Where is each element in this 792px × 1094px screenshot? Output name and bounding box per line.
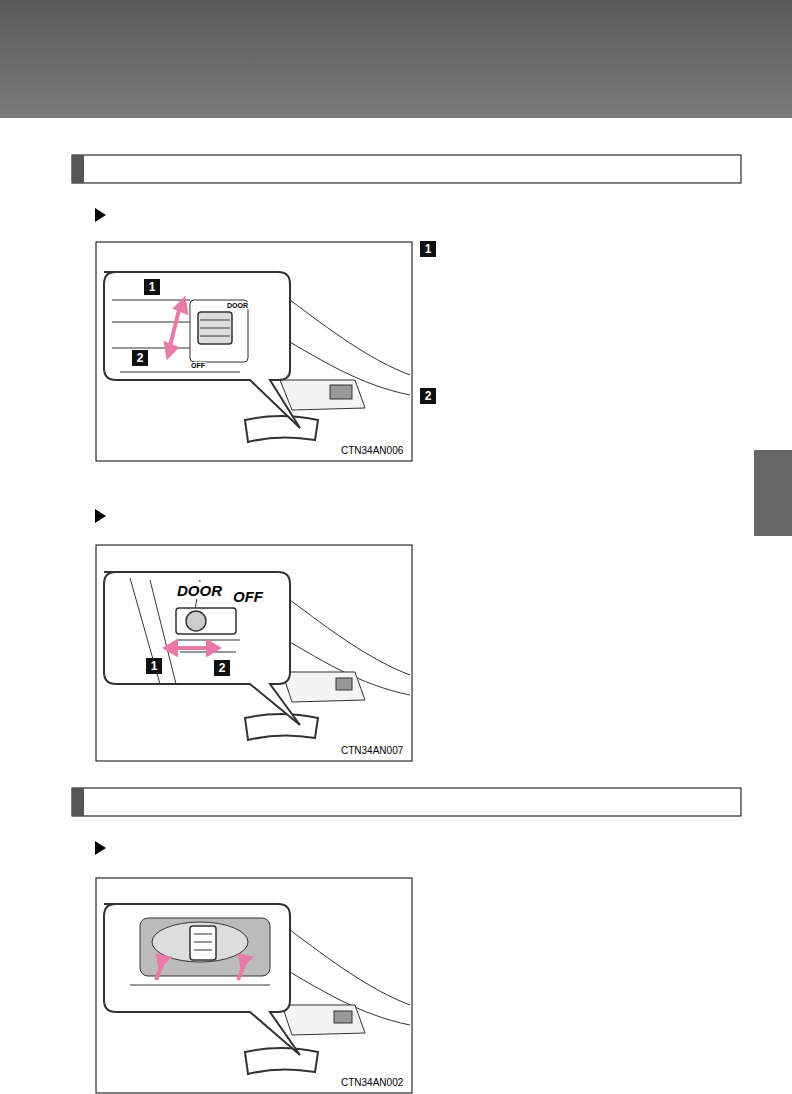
switch-position-label: DOOR <box>226 302 249 309</box>
callout-number: 1 <box>420 241 436 257</box>
figure-code: CTN34AN006 <box>340 445 404 456</box>
callout-number: 1 <box>146 658 162 674</box>
figure-code: CTN34AN007 <box>340 745 404 756</box>
callout-number: 2 <box>420 388 436 404</box>
callout-number: 2 <box>132 350 148 366</box>
switch-position-label: OFF <box>190 362 206 369</box>
callout-number: 2 <box>214 660 230 676</box>
callout-number: 1 <box>144 279 160 295</box>
switch-position-label: OFF <box>232 588 264 605</box>
figure-code: CTN34AN002 <box>340 1077 404 1088</box>
switch-position-label: DOOR <box>176 582 223 599</box>
